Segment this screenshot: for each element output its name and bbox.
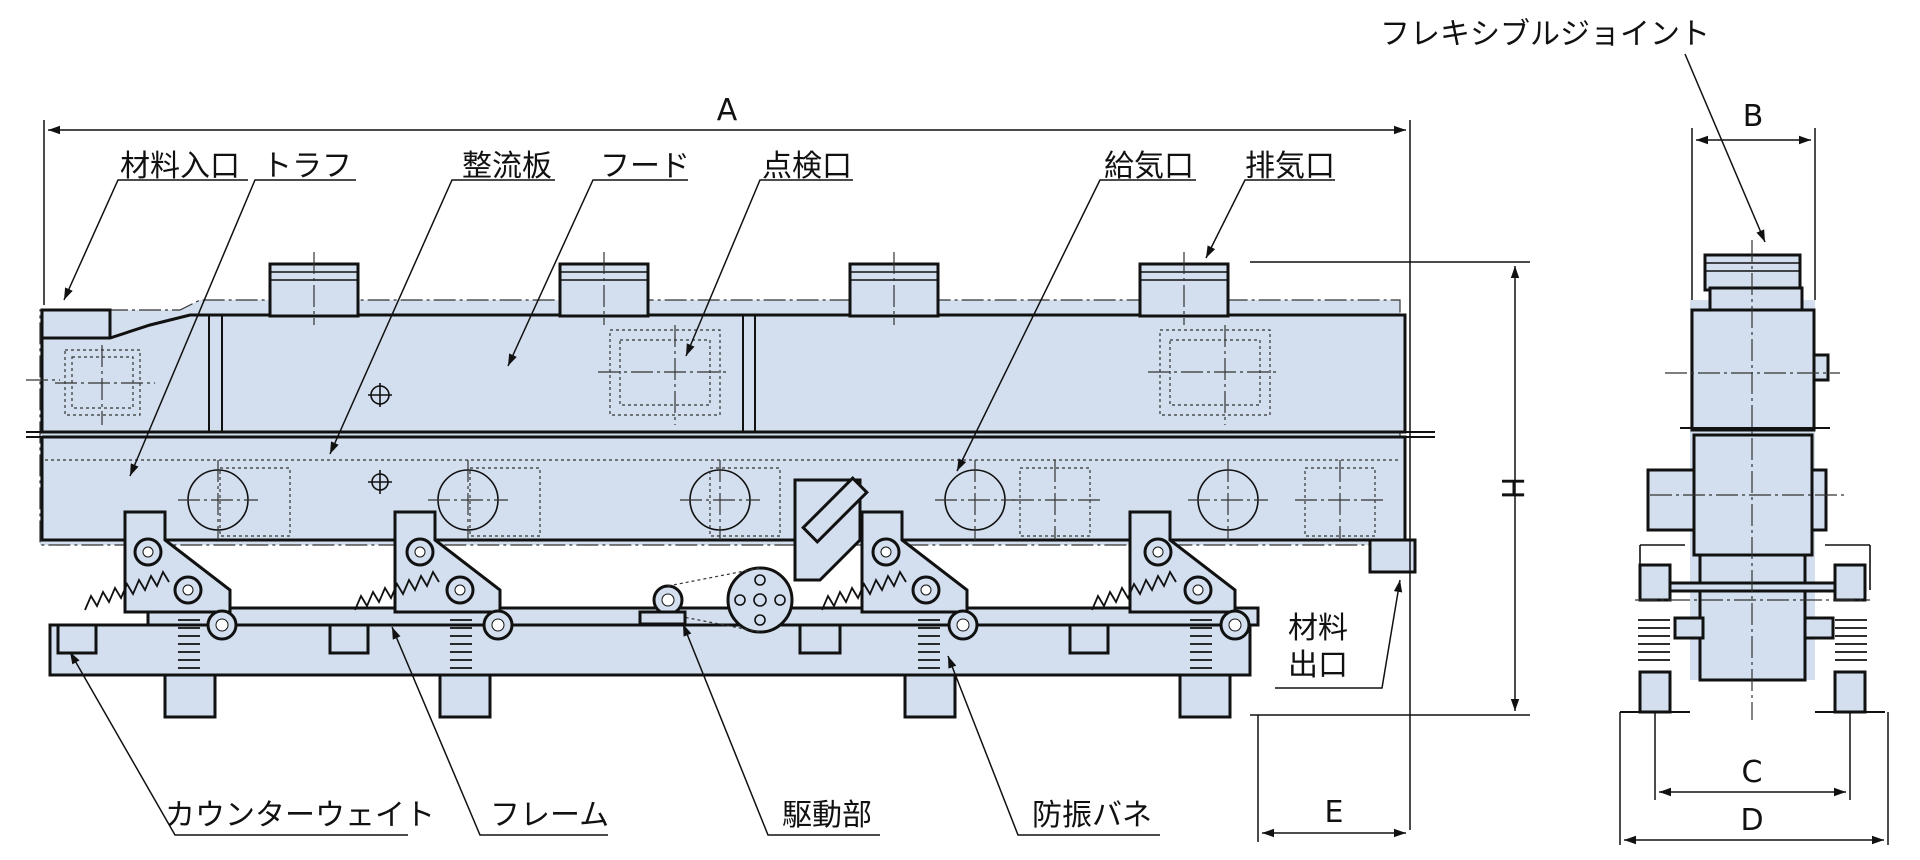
leader-trough — [129, 179, 356, 477]
label-drive-unit: 駆動部 — [782, 798, 872, 833]
label-hood: フード — [600, 149, 690, 184]
leader-flexible-joint — [1684, 53, 1766, 243]
hood-envelope-outline — [39, 299, 1401, 546]
dim-a-label: A — [717, 93, 738, 128]
leader-hood — [507, 179, 688, 367]
label-material-outlet-line2: 出口 — [1288, 648, 1348, 683]
air-supply-ports — [178, 460, 1268, 540]
label-air-supply-port: 給気口 — [1104, 149, 1194, 184]
trough-body — [40, 435, 1407, 574]
side-view — [26, 252, 1435, 719]
dim-b-label: B — [1743, 99, 1764, 134]
leader-exhaust-port — [1205, 179, 1335, 259]
dim-c-label: C — [1742, 755, 1763, 790]
labels: 材料入口 トラフ 整流板 フード 点検口 給気口 排気口 フレキシブルジョイント… — [120, 17, 1710, 833]
leader-rectifier-plate — [329, 179, 555, 455]
end-feet — [1620, 670, 1885, 714]
end-side-box — [1810, 468, 1828, 532]
dimensions: A H E B C D — [43, 93, 1889, 845]
leader-air-supply-port — [956, 179, 1196, 472]
label-inspection-port: 点検口 — [762, 149, 852, 184]
end-joint-bellows — [1705, 262, 1800, 272]
label-exhaust-port: 排気口 — [1245, 149, 1335, 184]
dim-e-label: E — [1325, 795, 1344, 830]
link-arm-2 — [393, 510, 514, 641]
link-arm-3 — [860, 510, 979, 641]
end-hood — [1690, 308, 1816, 432]
isolation-springs — [178, 611, 1212, 669]
label-trough: トラフ — [262, 149, 352, 184]
end-hood-side-box — [1812, 353, 1830, 382]
end-view — [1620, 240, 1885, 720]
leader-isolation-spring — [947, 655, 1160, 836]
label-material-outlet-line1: 材料 — [1288, 611, 1348, 646]
leader-drive-unit — [682, 623, 880, 836]
trough-inspection-windows — [219, 460, 1385, 540]
leader-inspection-port — [685, 179, 853, 357]
link-arm-4 — [1128, 510, 1251, 641]
end-motor — [1646, 468, 1696, 532]
label-material-inlet: 材料入口 — [120, 149, 240, 184]
end-springs — [1638, 619, 1867, 661]
label-frame: フレーム — [490, 798, 609, 833]
material-outlet-stub — [1368, 538, 1417, 574]
link-arm-1 — [123, 510, 238, 641]
leader-counterweight — [69, 651, 408, 836]
leaders — [63, 53, 1766, 836]
label-rectifier-plate: 整流板 — [462, 149, 552, 184]
leader-material-inlet — [63, 179, 248, 301]
dim-h-label: H — [1494, 477, 1529, 500]
label-flexible-joint: フレキシブルジョイント — [1380, 17, 1710, 52]
leader-material-outlet — [1275, 579, 1403, 689]
diagonal-springs — [84, 570, 1177, 611]
end-centrelines — [1635, 240, 1870, 720]
base-frame-top-rail — [146, 606, 1260, 627]
end-hood-top — [1708, 286, 1804, 312]
drive-unit — [638, 476, 869, 655]
label-counterweight: カウンターウェイト — [165, 798, 435, 833]
dim-d-label: D — [1740, 803, 1763, 838]
label-isolation-spring: 防振バネ — [1032, 798, 1152, 833]
material-inlet-stub — [40, 308, 112, 342]
leader-frame — [391, 626, 608, 836]
base-feet — [163, 673, 1232, 719]
hood-inspection-windows — [55, 325, 1278, 425]
